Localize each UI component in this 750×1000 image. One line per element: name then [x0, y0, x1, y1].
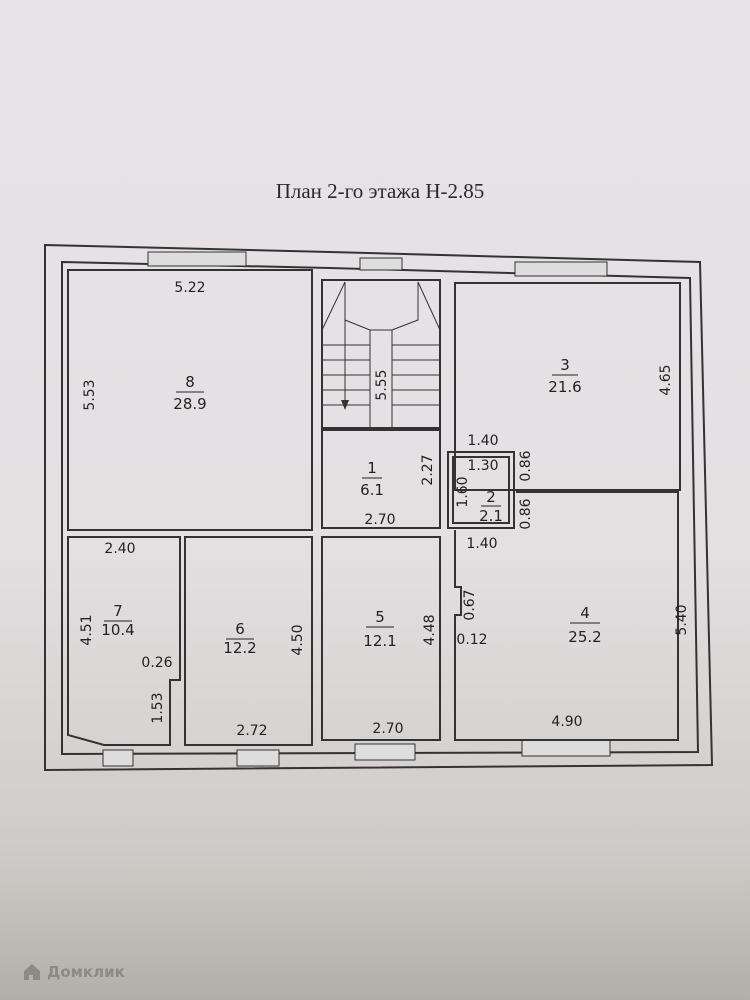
svg-text:5: 5 — [375, 608, 385, 626]
room-3: 3 21.6 4.65 — [454, 282, 681, 491]
svg-text:4.90: 4.90 — [551, 714, 582, 730]
svg-text:4.50: 4.50 — [290, 624, 306, 655]
svg-text:12.2: 12.2 — [223, 639, 256, 657]
svg-text:1.53: 1.53 — [150, 692, 166, 723]
svg-text:0.86: 0.86 — [518, 450, 534, 481]
svg-text:0.86: 0.86 — [518, 498, 534, 529]
svg-text:2.40: 2.40 — [104, 541, 135, 557]
windows — [102, 251, 611, 767]
svg-text:4.65: 4.65 — [658, 364, 674, 395]
svg-text:10.4: 10.4 — [101, 621, 134, 639]
svg-text:2.70: 2.70 — [372, 721, 403, 737]
svg-text:0.12: 0.12 — [456, 632, 487, 648]
room-7: 2.40 7 10.4 4.51 0.26 1.53 — [67, 536, 181, 746]
svg-text:4: 4 — [580, 604, 590, 622]
svg-text:1.60: 1.60 — [455, 476, 471, 507]
svg-text:1.40: 1.40 — [467, 433, 498, 449]
svg-text:5.55: 5.55 — [374, 369, 390, 400]
svg-text:21.6: 21.6 — [548, 378, 581, 396]
room-6: 6 12.2 4.50 2.72 — [184, 536, 313, 746]
room-2: 1.40 1.30 1.60 2 2.1 0.86 0.86 1.40 — [447, 433, 534, 552]
svg-text:7: 7 — [113, 602, 123, 620]
room-8: 5.22 5.53 8 28.9 — [67, 269, 313, 531]
svg-text:5.53: 5.53 — [82, 379, 98, 410]
svg-text:28.9: 28.9 — [173, 395, 206, 413]
svg-text:5.22: 5.22 — [174, 280, 205, 296]
svg-text:8: 8 — [185, 373, 195, 391]
room-5: 5 12.1 4.48 2.70 — [321, 536, 441, 741]
svg-text:4.51: 4.51 — [79, 614, 95, 645]
svg-text:6: 6 — [235, 620, 245, 638]
watermark: Домклик — [22, 962, 125, 982]
domclick-logo-icon — [24, 964, 40, 980]
svg-text:2.1: 2.1 — [479, 507, 503, 525]
room-4: 4 25.2 5.40 4.90 0.67 0.12 — [454, 491, 690, 741]
svg-text:2.70: 2.70 — [364, 512, 395, 528]
svg-text:3: 3 — [560, 356, 570, 374]
svg-text:2.27: 2.27 — [420, 454, 436, 485]
svg-text:5.40: 5.40 — [674, 604, 690, 635]
watermark-text: Домклик — [47, 963, 125, 981]
svg-text:25.2: 25.2 — [568, 628, 601, 646]
outer-walls — [44, 243, 714, 772]
svg-text:1.40: 1.40 — [466, 536, 497, 552]
svg-text:4.48: 4.48 — [422, 614, 438, 645]
arrow-down-icon — [341, 400, 349, 410]
svg-text:0.26: 0.26 — [141, 655, 172, 671]
svg-text:1: 1 — [367, 459, 377, 477]
staircase: 5.55 — [321, 279, 441, 429]
svg-text:6.1: 6.1 — [360, 481, 384, 499]
svg-text:2: 2 — [486, 488, 496, 506]
svg-text:0.67: 0.67 — [462, 589, 478, 620]
room-1: 1 6.1 2.27 2.70 — [321, 429, 441, 529]
svg-text:12.1: 12.1 — [363, 632, 396, 650]
svg-text:2.72: 2.72 — [236, 723, 267, 739]
svg-text:1.30: 1.30 — [467, 458, 498, 474]
plan-title: План 2-го этажа Н-2.85 — [276, 179, 485, 203]
